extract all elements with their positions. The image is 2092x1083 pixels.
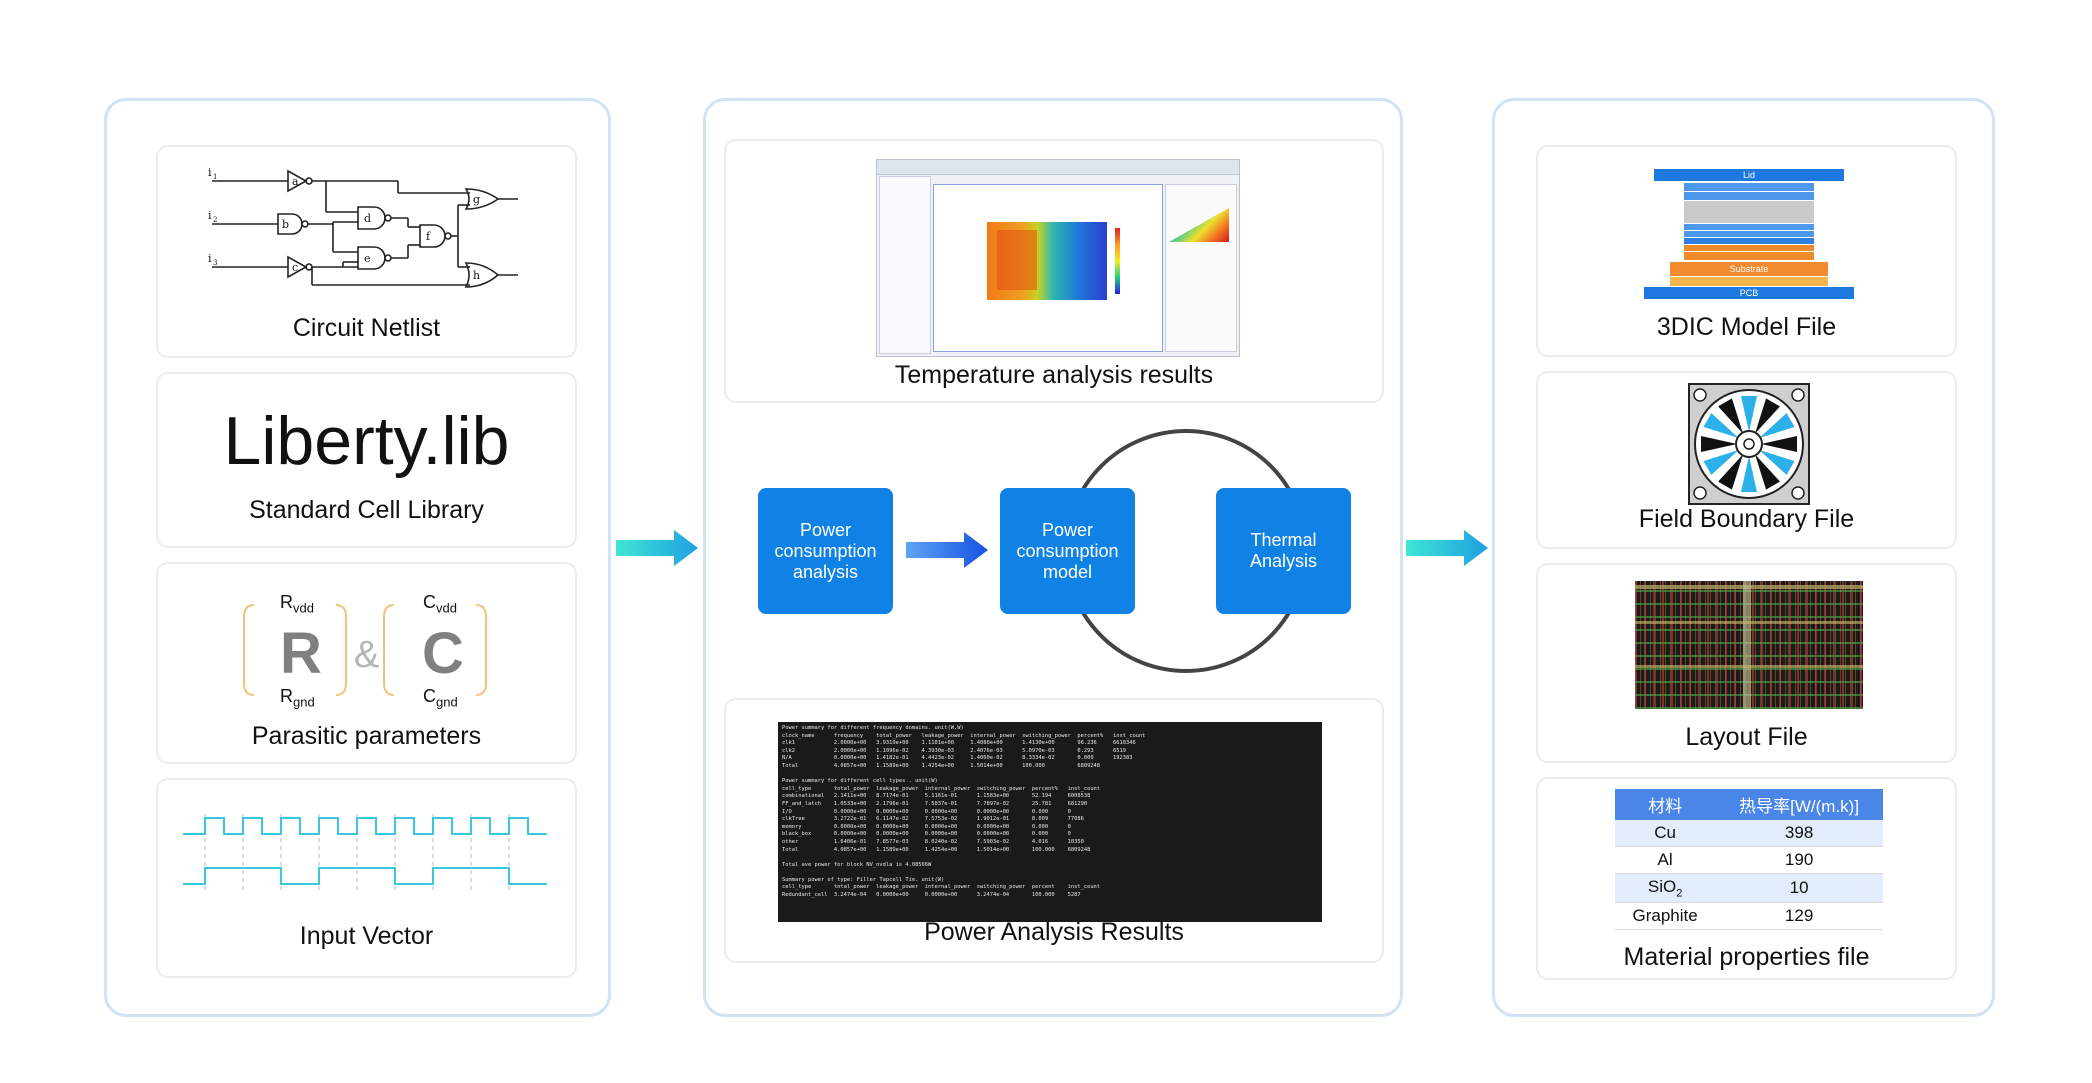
terminal-line: clk1 2.0000e+00 3.9319e+00 1.1101e+00 1.… [782, 740, 1136, 747]
material-value: 10 [1715, 873, 1883, 904]
terminal-line: Total 4.0857e+00 1.1589e+00 1.4254e+00 1… [782, 846, 1091, 853]
terminal-line: black_box 0.0000e+00 0.0000e+00 0.0000e+… [782, 831, 1071, 838]
terminal-line: clock_name frequency total_power leakage… [782, 732, 1146, 739]
parasitic-card: Rvdd R Rgnd & Cvdd C Cgnd Parasitic para… [156, 562, 577, 764]
field-boundary-caption: Field Boundary File [1638, 505, 1855, 533]
terminal-line: clkTree 3.2722e-01 6.1147e-02 7.5753e-02… [782, 816, 1084, 823]
outputs-panel: Lid Substrate PCB 3DIC Model File [1492, 98, 1995, 1017]
material-name: SiO2 [1615, 873, 1716, 904]
parasitic-brackets [243, 604, 487, 696]
arrow-inputs-to-analysis [616, 530, 698, 566]
terminal-line: Total 4.0857e+00 1.1589e+00 1.4254e+00 1… [782, 762, 1101, 769]
svg-text:d: d [364, 212, 371, 225]
stack-diagram: Lid Substrate PCB [1538, 169, 1955, 299]
thermal-analysis-box: Thermal Analysis [1216, 488, 1351, 614]
svg-text:i: i [208, 167, 212, 179]
svg-text:g: g [473, 193, 480, 206]
svg-text:1: 1 [213, 173, 217, 181]
svg-text:e: e [364, 252, 371, 265]
power-consumption-analysis-box: Power consumption analysis [758, 488, 893, 614]
model-3dic-card: Lid Substrate PCB 3DIC Model File [1536, 145, 1957, 357]
svg-text:b: b [282, 218, 289, 231]
material-value: 190 [1715, 846, 1883, 874]
temperature-card: Temperature analysis results [724, 139, 1384, 403]
svg-text:a: a [292, 175, 299, 188]
r-top-label: Rvdd [280, 592, 314, 616]
layout-caption: Layout File [1685, 723, 1808, 751]
terminal-line: cell_type total_power leakage_power inte… [782, 785, 1101, 792]
power-report-terminal: Power summary for different frequency do… [778, 722, 1322, 922]
power-results-caption: Power Analysis Results [924, 918, 1184, 946]
r-bottom-label: Rgnd [280, 686, 315, 710]
liberty-caption: Standard Cell Library [249, 496, 484, 524]
temperature-caption: Temperature analysis results [894, 361, 1214, 389]
power-consumption-model-box: Power consumption model [1000, 488, 1135, 614]
circuit-netlist-caption: Circuit Netlist [292, 314, 441, 342]
terminal-line: memory 0.0000e+00 0.0000e+00 0.0000e+00 … [782, 823, 1071, 830]
liberty-title: Liberty.lib [223, 403, 510, 479]
ampersand: & [354, 634, 380, 676]
arrow-analysis-to-model [906, 532, 988, 568]
svg-text:2: 2 [213, 216, 217, 224]
terminal-line: Summary power of type: Filler Tapcell Ti… [782, 876, 945, 883]
r-letter: R [280, 621, 322, 686]
model-3dic-caption: 3DIC Model File [1656, 313, 1837, 341]
circuit-netlist-diagram: i1 i2 i3 a b c d e f g h [208, 167, 518, 288]
terminal-line: Redundant_cell 3.2474e-04 0.0000e+00 0.0… [782, 892, 1081, 899]
terminal-line: combinational 2.1411e+00 8.7174e-01 5.11… [782, 793, 1091, 800]
field-boundary-card: Field Boundary File [1536, 371, 1957, 549]
terminal-line: N/A 0.0000e+00 1.4182e-01 4.4423e-02 1.4… [782, 755, 1133, 762]
terminal-line [782, 869, 1318, 877]
liberty-card: Liberty.lib Standard Cell Library [156, 372, 577, 548]
material-table: 材料 热导率[W/(m.k)] Cu 398 Al 190 SiO2 10 Gr… [1615, 789, 1883, 931]
terminal-line: clk2 2.0000e+00 1.1096e-02 4.3930e-03 2.… [782, 747, 1127, 754]
layer-pcb: PCB [1644, 287, 1854, 299]
c-top-label: Cvdd [423, 592, 457, 616]
svg-text:i: i [208, 209, 212, 222]
fan-icon [1688, 383, 1810, 505]
power-results-card: Power summary for different frequency do… [724, 698, 1384, 963]
svg-text:3: 3 [213, 259, 217, 267]
arrow-analysis-to-outputs [1406, 530, 1488, 566]
layout-image [1635, 581, 1863, 709]
material-header-value: 热导率[W/(m.k)] [1715, 789, 1883, 820]
svg-text:h: h [473, 269, 480, 282]
material-value: 129 [1715, 902, 1883, 931]
svg-text:f: f [426, 230, 431, 243]
c-letter: C [422, 621, 464, 686]
terminal-line: I/O 0.0000e+00 0.0000e+00 0.0000e+00 0.0… [782, 808, 1071, 815]
temperature-screenshot [876, 159, 1240, 357]
terminal-line: other 1.6406e-01 7.8577e-03 8.0240e-02 7… [782, 838, 1084, 845]
terminal-line [782, 854, 1318, 862]
terminal-line: cell_type total_power leakage_power inte… [782, 884, 1101, 891]
terminal-line [782, 771, 1318, 779]
material-name: Graphite [1615, 902, 1716, 931]
svg-text:i: i [208, 252, 212, 265]
parasitic-caption: Parasitic parameters [251, 722, 482, 750]
layer-lid: Lid [1654, 169, 1844, 181]
terminal-line: Power summary for different cell types .… [782, 778, 938, 785]
material-header-name: 材料 [1615, 789, 1716, 820]
input-vector-card: Input Vector [156, 778, 577, 978]
analysis-panel: Temperature analysis results Power consu… [703, 98, 1403, 1017]
terminal-line: Total ave power for block NV_nvdla is 4.… [782, 861, 932, 868]
svg-text:c: c [292, 261, 298, 274]
c-bottom-label: Cgnd [423, 686, 458, 710]
layer-substrate: Substrate [1670, 262, 1828, 276]
material-value: 398 [1715, 820, 1883, 847]
input-vector-waveform [183, 814, 547, 894]
terminal-line: FF_and_latch 1.0533e+00 2.1796e-01 7.503… [782, 800, 1088, 807]
layout-card: Layout File [1536, 563, 1957, 763]
material-caption: Material properties file [1623, 943, 1870, 971]
material-card: 材料 热导率[W/(m.k)] Cu 398 Al 190 SiO2 10 Gr… [1536, 777, 1957, 980]
material-name: Al [1615, 846, 1716, 874]
terminal-line: Power summary for different frequency do… [782, 725, 964, 731]
input-vector-caption: Input Vector [299, 922, 434, 950]
material-name: Cu [1615, 820, 1716, 847]
